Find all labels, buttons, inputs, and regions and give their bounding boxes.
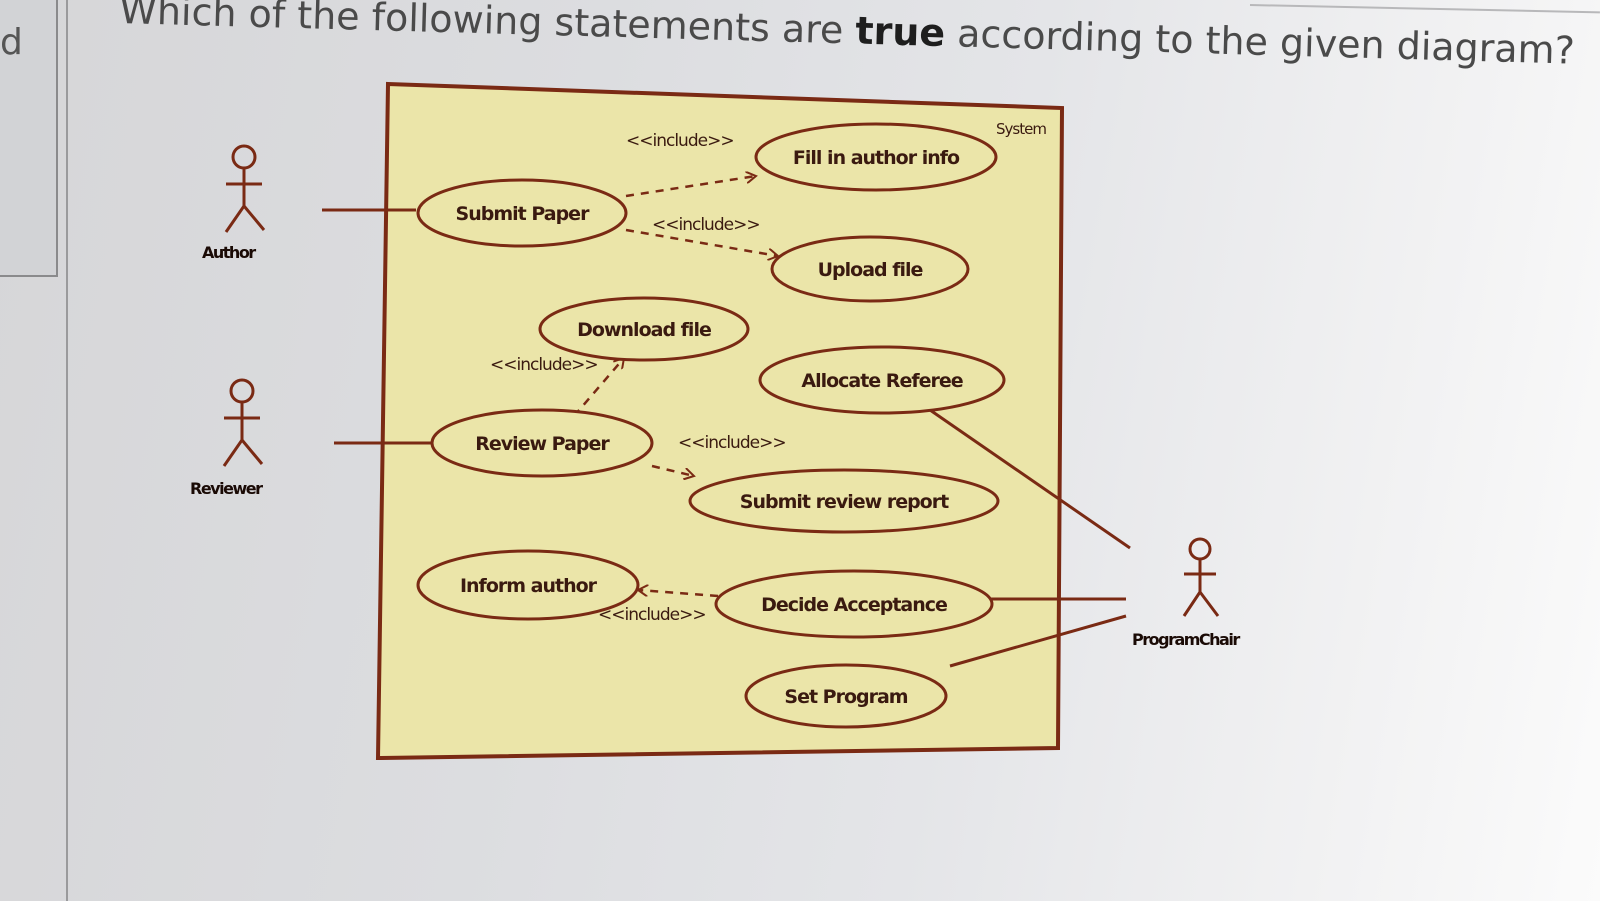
include-review-submit-report bbox=[651, 464, 694, 476]
left-panel-text: d bbox=[0, 22, 23, 63]
include-submit-upload bbox=[625, 228, 778, 256]
svg-text:Decide Acceptance: Decide Acceptance bbox=[761, 594, 947, 616]
use-case-set-program: Set Program bbox=[744, 663, 948, 729]
svg-text:Fill in author info: Fill in author info bbox=[793, 147, 960, 169]
use-case-allocate-referee: Allocate Referee bbox=[758, 345, 1006, 415]
include-label-download: <<include>> bbox=[490, 355, 598, 375]
include-submit-fill-info bbox=[625, 176, 756, 198]
svg-text:Submit Paper: Submit Paper bbox=[456, 203, 591, 225]
use-case-download-file: Download file bbox=[538, 296, 750, 362]
actor-program-chair bbox=[1182, 537, 1220, 617]
include-review-download bbox=[573, 358, 624, 417]
svg-text:Set Program: Set Program bbox=[784, 686, 907, 708]
svg-text:Inform author: Inform author bbox=[460, 575, 598, 597]
svg-text:Review Paper: Review Paper bbox=[475, 433, 610, 455]
actor-program-chair-label: ProgramChair bbox=[1132, 630, 1240, 649]
actor-reviewer bbox=[222, 378, 264, 467]
use-case-submit-review-report: Submit review report bbox=[688, 468, 1000, 534]
actor-author bbox=[224, 144, 266, 233]
use-case-inform-author: Inform author bbox=[416, 549, 640, 621]
include-decide-inform bbox=[638, 590, 719, 598]
actor-reviewer-label: Reviewer bbox=[190, 479, 263, 498]
left-side-panel: d bbox=[0, 0, 58, 277]
include-label-upload: <<include>> bbox=[652, 215, 760, 235]
use-case-upload-file: Upload file bbox=[770, 235, 970, 303]
use-case-submit-paper: Submit Paper bbox=[416, 178, 628, 248]
use-case-decide-acceptance: Decide Acceptance bbox=[714, 569, 994, 639]
association-chair-set-program bbox=[949, 614, 1127, 668]
association-chair-allocate-referee bbox=[929, 408, 1131, 550]
svg-text:Allocate Referee: Allocate Referee bbox=[801, 370, 962, 392]
use-case-review-paper: Review Paper bbox=[430, 408, 654, 478]
svg-text:Submit review report: Submit review report bbox=[740, 491, 949, 513]
svg-text:Download file: Download file bbox=[577, 319, 711, 341]
include-label-submit-report: <<include>> bbox=[678, 433, 786, 453]
include-label-inform: <<include>> bbox=[598, 605, 706, 625]
include-label-fill-info: <<include>> bbox=[626, 131, 734, 151]
use-case-fill-author-info: Fill in author info bbox=[754, 122, 998, 192]
svg-text:Upload file: Upload file bbox=[818, 259, 923, 281]
actor-author-label: Author bbox=[202, 243, 256, 262]
content-border-line bbox=[66, 0, 68, 901]
system-label: System bbox=[996, 120, 1046, 138]
